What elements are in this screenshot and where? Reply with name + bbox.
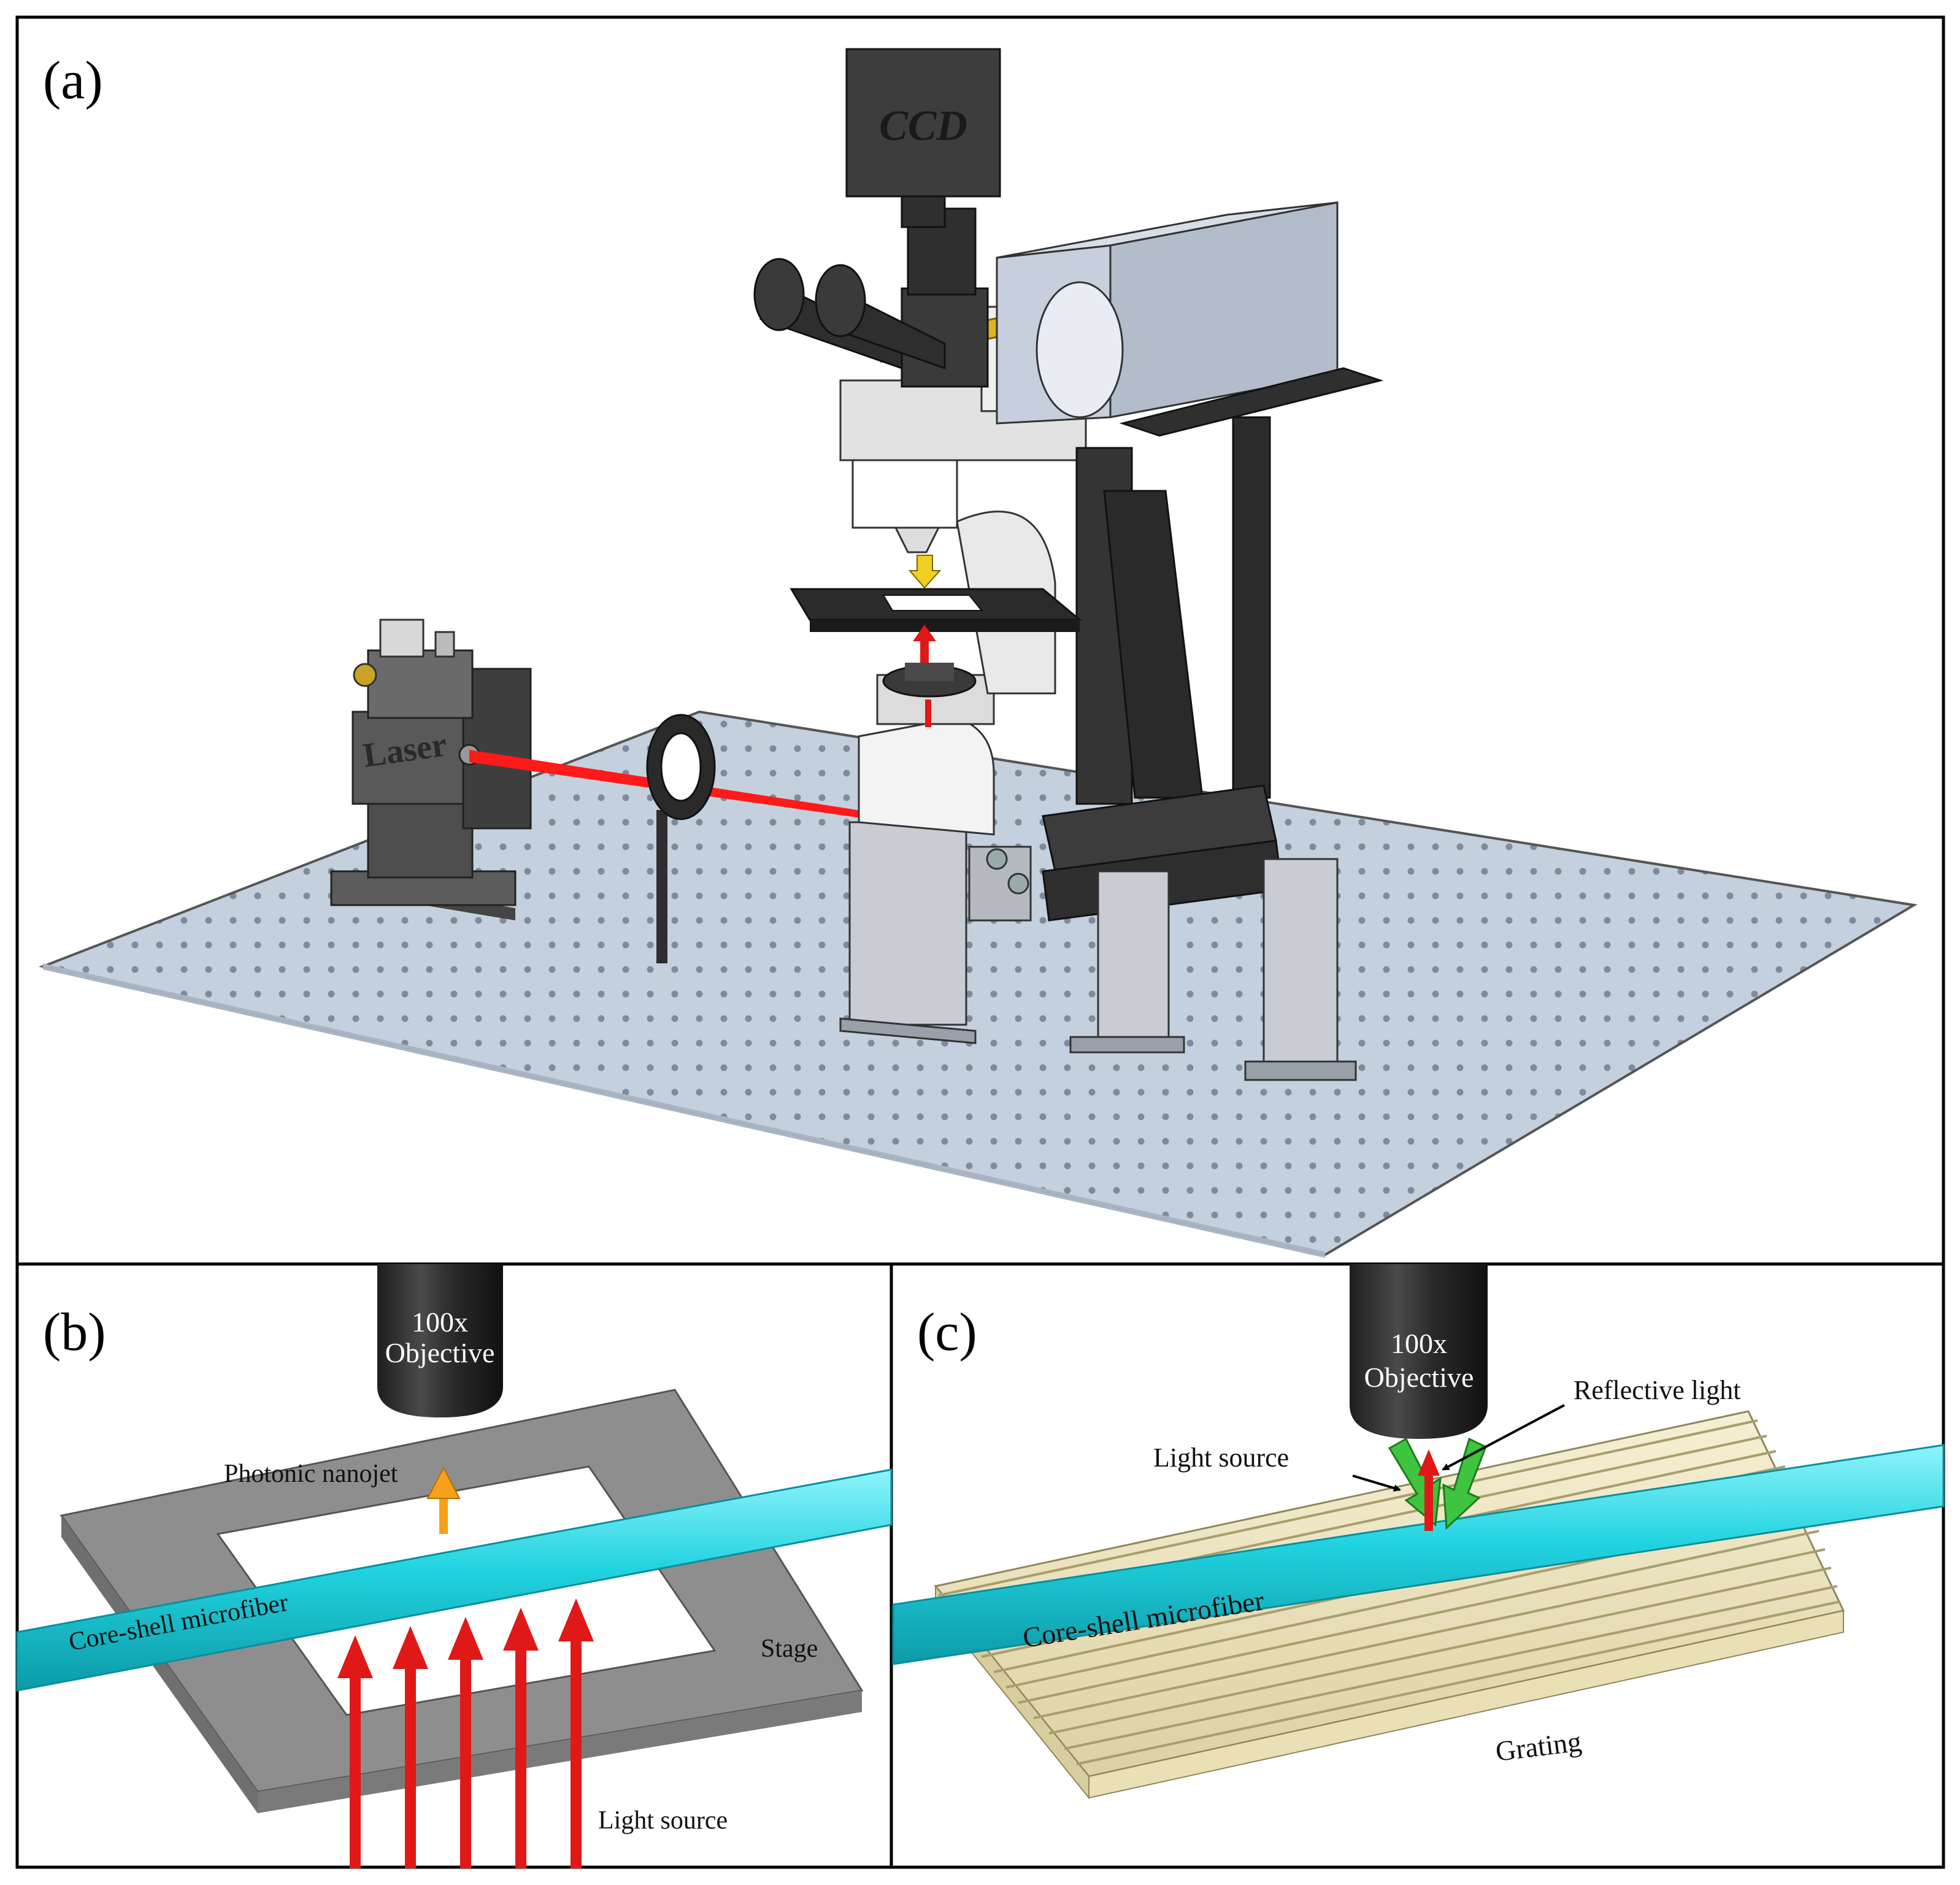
objective-b-magnification: 100x — [412, 1306, 468, 1338]
grating-label: Grating — [1494, 1725, 1583, 1767]
microfiber-b — [16, 1468, 893, 1692]
sample-stage — [790, 588, 1083, 632]
microscope-base — [839, 663, 1032, 1044]
reflected-light-arrow — [1418, 1449, 1440, 1531]
laser-module: Laser — [330, 619, 532, 920]
panel-b: (b) 100x — [16, 1264, 893, 1868]
stage-label: Stage — [761, 1635, 818, 1663]
objective-c: 100x Objective — [1350, 1264, 1488, 1439]
figure-frames — [15, 15, 1945, 1869]
panel-a: (a) Laser — [39, 48, 1918, 1258]
nanojet-arrow — [426, 1466, 461, 1534]
panel-a-letter: (a) — [43, 51, 103, 110]
photonic-nanojet-label: Photonic nanojet — [224, 1460, 398, 1488]
objective-c-magnification: 100x — [1391, 1328, 1447, 1359]
reflective-light-pointer — [1442, 1404, 1565, 1471]
objective-b-name: Objective — [385, 1337, 495, 1368]
panel-b-letter: (b) — [43, 1303, 106, 1362]
light-source-c-pointer — [1352, 1474, 1401, 1492]
objective-b: 100x Objective — [377, 1264, 503, 1417]
light-source-arrows — [337, 1598, 594, 1868]
support-legs — [1069, 858, 1357, 1081]
panel-c-letter: (c) — [917, 1303, 977, 1362]
reflective-light-label: Reflective light — [1574, 1375, 1740, 1405]
ccd-label: CCD — [879, 102, 967, 150]
table-left-face — [43, 966, 1325, 1258]
microfiber-c — [892, 1444, 1945, 1665]
iris-mount — [646, 714, 716, 963]
light-source-b-label: Light source — [598, 1806, 728, 1835]
light-source-c-label: Light source — [1153, 1443, 1289, 1473]
illumination-up-arrow — [913, 625, 936, 663]
panel-c: (c) — [892, 1264, 1945, 1800]
ccd-camera: CCD — [845, 48, 1001, 228]
support-shelf — [1042, 367, 1384, 922]
objective-down-arrow — [908, 555, 942, 589]
eyepieces — [753, 258, 946, 370]
objective-c-name: Objective — [1364, 1362, 1474, 1393]
light-source-box — [996, 201, 1339, 425]
